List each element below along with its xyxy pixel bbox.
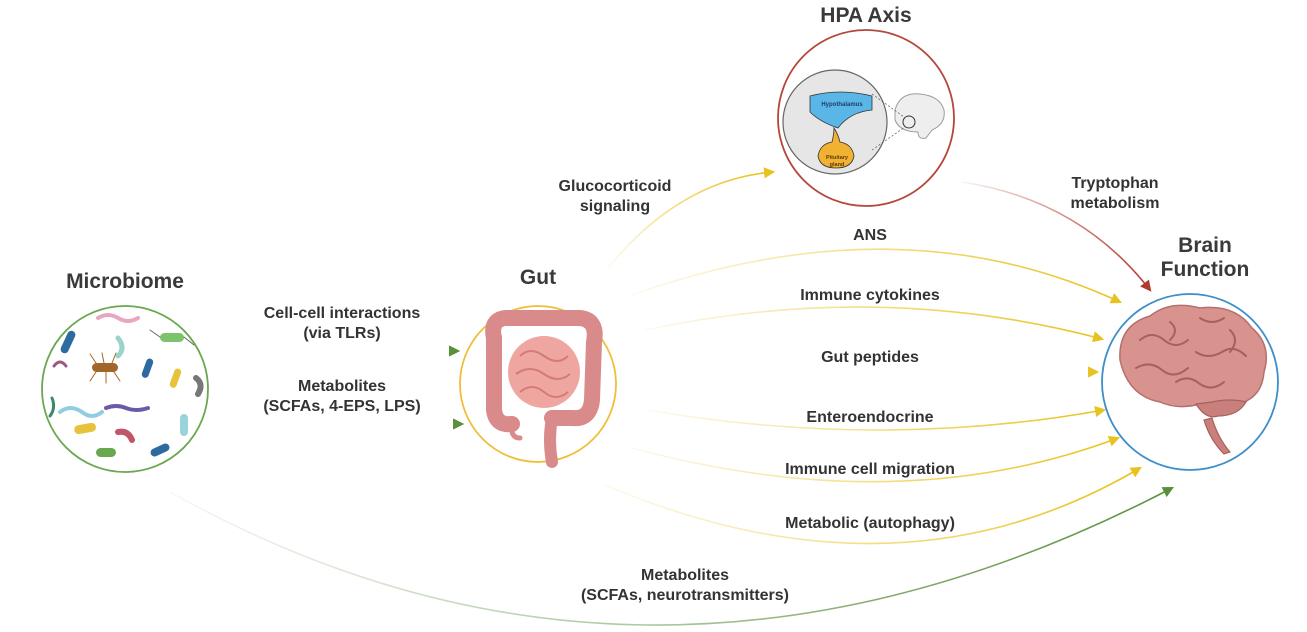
label-tryptophan-line2: metabolism <box>1070 195 1160 212</box>
label-cell-cell-line1: Cell-cell interactions <box>263 305 421 322</box>
edge-metabolites-brain <box>169 486 1174 626</box>
hpa-title: HPA Axis <box>820 4 912 27</box>
brain-title-line2: Function <box>1160 258 1250 282</box>
label-metabolites-brain-line1: Metabolites <box>640 567 729 584</box>
label-glucocorticoid-line2: signaling <box>579 198 651 215</box>
intestine-icon <box>485 310 603 468</box>
label-metabolites-gut-line2: (SCFAs, 4-EPS, LPS) <box>263 398 421 415</box>
brain-icon <box>1119 304 1267 455</box>
edge-glucocorticoid <box>607 167 776 269</box>
hpa-node: Hypothalamus Pituitary gland <box>777 29 955 207</box>
label-metabolites-gut: Metabolites (SCFAs, 4-EPS, LPS) <box>232 377 452 417</box>
edge-enteroendocrine <box>647 406 1107 431</box>
label-metabolites-brain: Metabolites (SCFAs, neurotransmitters) <box>560 566 810 606</box>
microbiome-node <box>41 305 209 473</box>
pituitary-label-1: Pituitary <box>826 155 849 161</box>
brain-node <box>1101 293 1279 471</box>
label-immune-cell-migration: Immune cell migration <box>785 461 955 478</box>
label-glucocorticoid: Glucocorticoid signaling <box>540 177 690 217</box>
hypothalamus-label: Hypothalamus <box>821 102 863 108</box>
pituitary-shape <box>817 126 855 169</box>
gut-node <box>459 305 617 468</box>
brain-title-line1: Brain <box>1178 234 1232 257</box>
label-metabolites-gut-line1: Metabolites <box>297 378 386 395</box>
label-tryptophan: Tryptophan metabolism <box>1050 174 1180 214</box>
small-brain-icon <box>871 93 945 151</box>
label-immune-cytokines: Immune cytokines <box>800 287 940 304</box>
edge-tryptophan <box>961 181 1152 292</box>
edge-metabolic <box>604 466 1142 545</box>
label-tryptophan-line1: Tryptophan <box>1071 175 1159 192</box>
label-ans: ANS <box>853 227 887 244</box>
edge-immune-cell-migration <box>631 435 1121 483</box>
edge-immune-cytokines <box>644 306 1105 343</box>
label-metabolites-brain-line2: (SCFAs, neurotransmitters) <box>580 587 790 604</box>
label-cell-cell-line2: (via TLRs) <box>303 325 381 342</box>
hypothalamus-shape <box>809 91 873 129</box>
brain-title: Brain Function <box>1140 234 1270 282</box>
label-gut-peptides: Gut peptides <box>821 349 919 366</box>
label-glucocorticoid-line1: Glucocorticoid <box>558 178 672 195</box>
label-cell-cell: Cell-cell interactions (via TLRs) <box>232 304 452 344</box>
pituitary-label-2: gland <box>830 162 845 168</box>
label-enteroendocrine: Enteroendocrine <box>806 409 934 426</box>
microbiome-title: Microbiome <box>66 270 184 293</box>
bacteria-icon <box>48 313 204 457</box>
label-metabolic: Metabolic (autophagy) <box>785 515 955 532</box>
gut-title: Gut <box>519 266 557 289</box>
edge-ans <box>631 248 1123 304</box>
